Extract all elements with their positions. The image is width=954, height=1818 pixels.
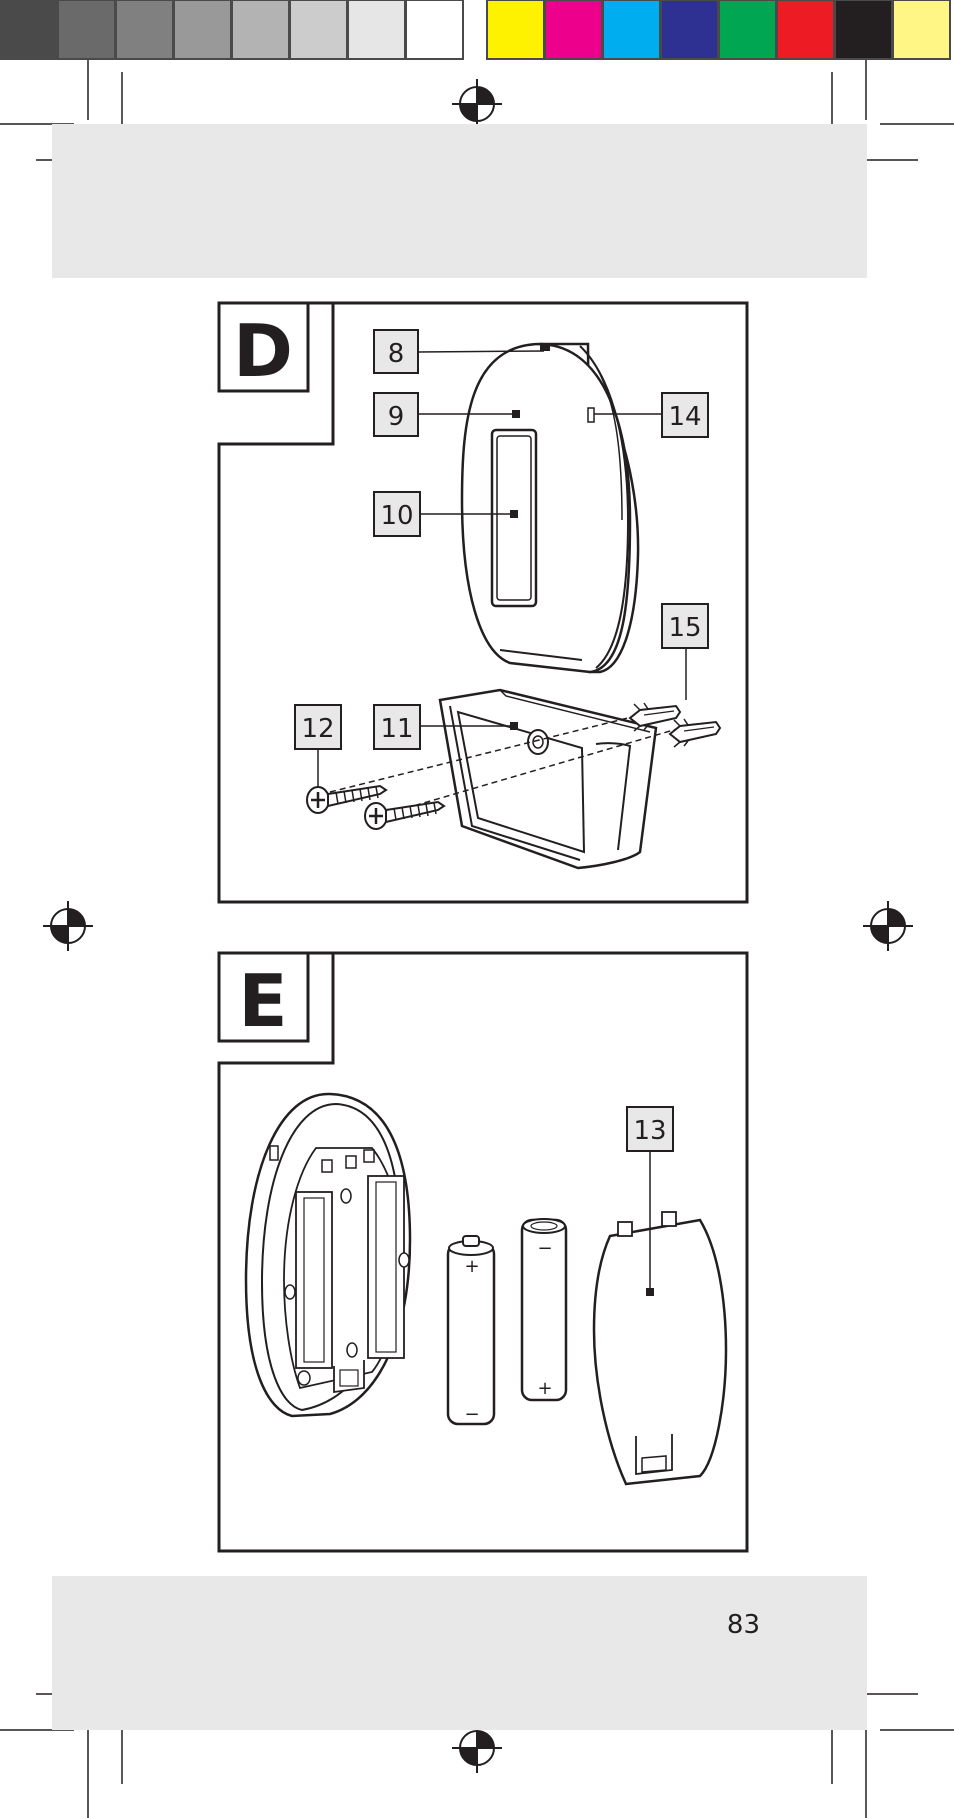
footer-band [52, 1576, 867, 1730]
gray-swatch [116, 0, 173, 59]
color-swatch [835, 0, 892, 59]
color-swatch [545, 0, 602, 59]
gray-swatch [406, 0, 463, 59]
figure-e: E + − [219, 953, 747, 1551]
gray-swatch [174, 0, 231, 59]
gray-swatch [348, 0, 405, 59]
registration-mark-right [863, 901, 913, 951]
color-swatch [487, 0, 544, 59]
svg-text:13: 13 [633, 1116, 666, 1146]
svg-text:15: 15 [668, 613, 701, 643]
gray-swatch [0, 0, 57, 59]
color-swatch [603, 0, 660, 59]
battery-icon: + − [448, 1236, 494, 1425]
svg-text:10: 10 [380, 501, 413, 531]
gray-swatch [290, 0, 347, 59]
color-swatch [661, 0, 718, 59]
svg-text:8: 8 [388, 339, 405, 369]
battery-cover-illustration [594, 1212, 726, 1484]
color-swatch [777, 0, 834, 59]
figure-e-letter: E [238, 959, 287, 1043]
color-calibration-bar [0, 0, 950, 59]
battery-icon: − + [522, 1219, 566, 1400]
figure-d: D [219, 303, 747, 902]
registration-mark-bottom [452, 1723, 502, 1773]
color-swatch [719, 0, 776, 59]
gray-swatch [232, 0, 289, 59]
svg-text:−: − [464, 1404, 479, 1425]
header-band [52, 124, 867, 278]
color-swatch [893, 0, 950, 59]
svg-text:+: + [464, 1256, 479, 1277]
svg-text:12: 12 [301, 714, 334, 744]
svg-text:9: 9 [388, 402, 405, 432]
registration-mark-top [452, 79, 502, 129]
gray-swatch [58, 0, 115, 59]
svg-text:11: 11 [380, 714, 413, 744]
svg-text:−: − [537, 1238, 552, 1259]
registration-mark-left [43, 901, 93, 951]
svg-text:14: 14 [668, 402, 701, 432]
figure-d-letter: D [233, 309, 293, 393]
page-number: 83 [700, 1610, 760, 1640]
svg-text:+: + [537, 1378, 552, 1399]
